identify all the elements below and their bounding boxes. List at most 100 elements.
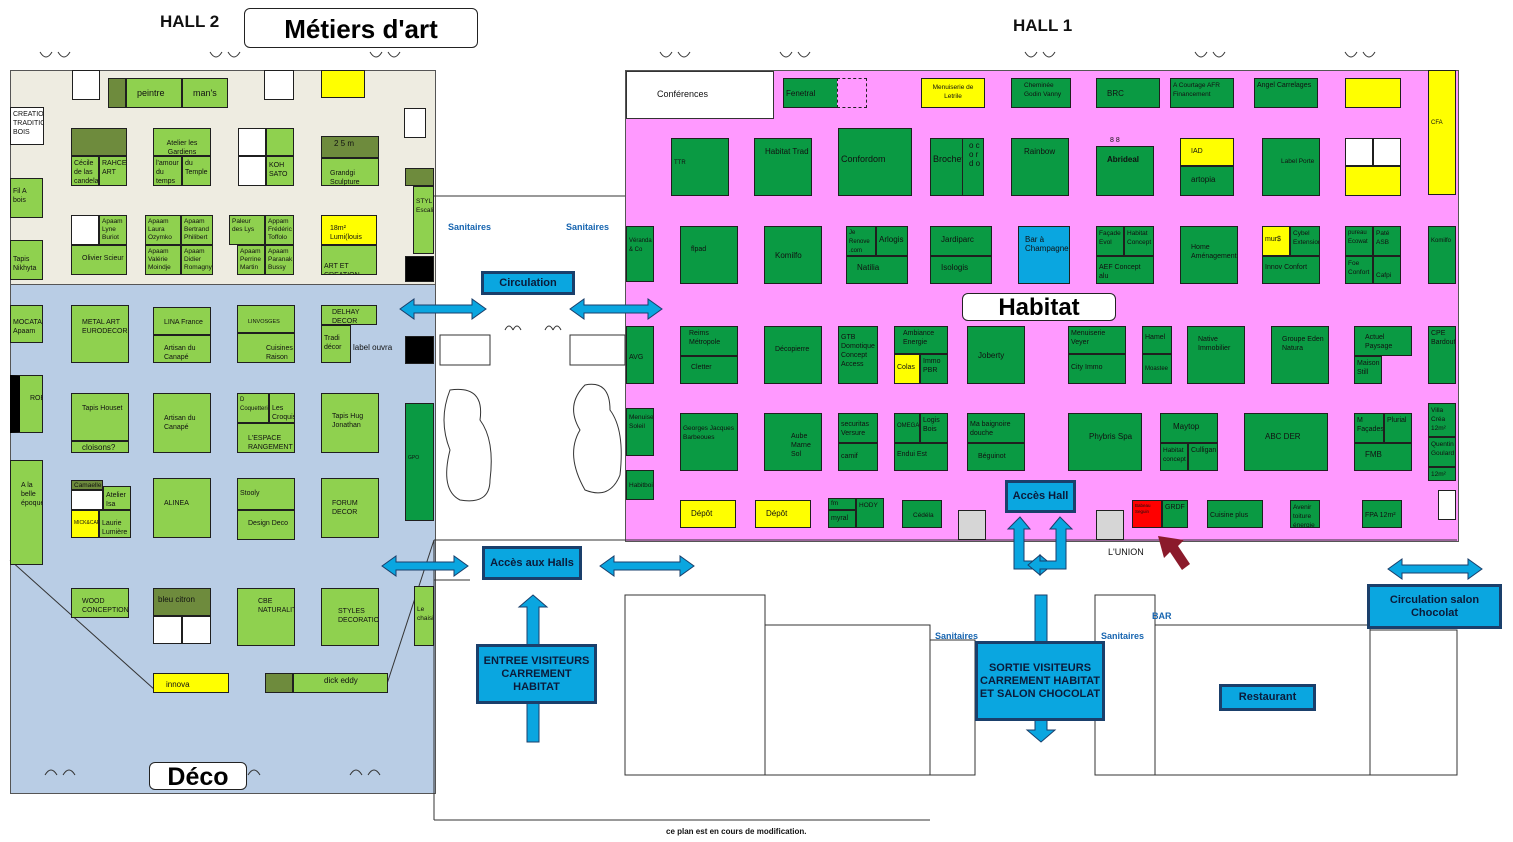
stand-art-creation[interactable]: ART ET CREATION bbox=[321, 245, 377, 275]
stand-temple[interactable]: du Temple bbox=[182, 156, 211, 186]
stand-laurie[interactable]: Laurie Lumière bbox=[99, 510, 131, 538]
stand-hody[interactable]: HODY bbox=[856, 498, 884, 528]
stand-menuiserie-letrille[interactable]: Menuiserie de Letrile bbox=[921, 78, 985, 108]
stand-coquetteries[interactable]: D Coquetteries bbox=[237, 393, 269, 423]
stand-fil[interactable]: Fil A bois bbox=[10, 178, 43, 218]
stand-menuiserie-soleil[interactable]: Menuiserie Soleil bbox=[626, 408, 654, 456]
stand-depot1[interactable]: Dépôt bbox=[680, 500, 736, 528]
stand-facade-evol[interactable]: Façade Evol bbox=[1096, 226, 1124, 256]
stand-omega[interactable]: OMEGA bbox=[894, 413, 920, 443]
stand-je-renove[interactable]: Je Renove .com bbox=[846, 226, 876, 256]
stand-abrideal[interactable]: Abrideal bbox=[1096, 146, 1154, 196]
stand-georges[interactable]: Georges Jacques Barbeoues bbox=[680, 413, 738, 471]
stand-artisan-canape2[interactable]: Artisan du Canapé bbox=[153, 393, 211, 453]
stand-decopierre[interactable]: Décopierre bbox=[764, 326, 822, 384]
stand-myral[interactable]: myral bbox=[828, 510, 856, 528]
stand-avenir-toiture[interactable]: Avenir toiture énergie bbox=[1290, 500, 1320, 528]
stand-logis-bois[interactable]: Logis Bois bbox=[920, 413, 948, 443]
stand-phybris[interactable]: Phybris Spa bbox=[1068, 413, 1142, 471]
stand-menuiserie-veyer[interactable]: Menuiserie Veyer bbox=[1068, 326, 1126, 354]
stand-city-immo[interactable]: City Immo bbox=[1068, 354, 1126, 384]
stand-tradi[interactable]: Tradi décor bbox=[321, 325, 351, 363]
stand-habitat-concept2[interactable]: Habitat concept bbox=[1160, 443, 1188, 471]
stand-begulnot[interactable]: Béguinot bbox=[967, 443, 1025, 471]
stand-depot2[interactable]: Dépôt bbox=[755, 500, 811, 528]
stand-abc-der[interactable]: ABC DER bbox=[1244, 413, 1328, 471]
stand-apaam-frederic[interactable]: Appam Frédéric Toffolo bbox=[265, 215, 294, 245]
stand-isologis[interactable]: Isologis bbox=[930, 256, 992, 284]
stand-pate-asb[interactable]: Paté ASB bbox=[1373, 226, 1401, 256]
stand-alinea[interactable]: ALINEA bbox=[153, 478, 211, 538]
stand-courtage[interactable]: A Courtage AFR Financement bbox=[1170, 78, 1234, 108]
stand-joberty[interactable]: Joberty bbox=[967, 326, 1025, 384]
stand-artisan-canape1[interactable]: Artisan du Canapé bbox=[153, 335, 211, 363]
stand-tapis-hug[interactable]: Tapis Hug Jonathan bbox=[321, 393, 379, 453]
stand-cafpi[interactable]: Cafpi bbox=[1373, 256, 1401, 284]
stand-cletter[interactable]: Cletter bbox=[680, 356, 738, 384]
stand-styl[interactable]: STYL Escalier bbox=[413, 186, 434, 254]
stand-mocata[interactable]: MOCATA Apaam bbox=[10, 305, 43, 343]
stand-delhay[interactable]: DELHAY DECOR bbox=[321, 305, 377, 325]
stand-apaam-paranak[interactable]: Apaam Paranak Bussy bbox=[265, 245, 294, 275]
stand-bleu-citron[interactable]: bleu citron bbox=[153, 588, 211, 616]
stand-colas[interactable]: Colas bbox=[894, 354, 920, 384]
stand-angel[interactable]: Angel Carrelages bbox=[1254, 78, 1318, 108]
stand-cpe[interactable]: CPE Bardout bbox=[1428, 326, 1456, 384]
stand-cbe[interactable]: CBE NATURALIT bbox=[237, 588, 295, 646]
stand-komilfo[interactable]: Komilfo bbox=[764, 226, 822, 284]
stand-forum[interactable]: FORUM DECOR bbox=[321, 478, 379, 538]
stand-amour-temps[interactable]: l'amour du temps bbox=[153, 156, 182, 186]
stand-pureau[interactable]: pureau Ecowat bbox=[1345, 226, 1373, 256]
stand-iad[interactable]: IAD bbox=[1180, 138, 1234, 166]
stand-cheminee[interactable]: Cheminée Godin Vanny bbox=[1011, 78, 1071, 108]
stand-culligan[interactable]: Culligan bbox=[1188, 443, 1218, 471]
stand-q12[interactable]: 12m² bbox=[1428, 467, 1456, 481]
stand-espace-rangement[interactable]: L'ESPACE RANGEMENT bbox=[237, 423, 295, 453]
stand-cybel[interactable]: Cybel Extension bbox=[1290, 226, 1320, 256]
stand-croquis[interactable]: Les Croquis bbox=[269, 393, 295, 423]
stand-paleur[interactable]: Paleur des Lys bbox=[229, 215, 265, 245]
stand-label-ouvra[interactable]: label ouvra bbox=[353, 343, 393, 352]
stand-lumi[interactable]: 18m² Lumi(louis bbox=[321, 215, 377, 245]
stand-fmb[interactable]: FMB bbox=[1354, 443, 1412, 471]
stand-confordom[interactable]: Confordom bbox=[838, 128, 912, 196]
stand-reims[interactable]: Reims Métropole bbox=[680, 326, 738, 356]
stand-apaam-laura[interactable]: Apaam Laura Ozymko bbox=[145, 215, 181, 245]
stand-camaelle[interactable]: Camaelle bbox=[71, 480, 103, 490]
stand-ttr[interactable]: TTR bbox=[671, 138, 729, 196]
stand-koh[interactable]: KOH SATO bbox=[266, 156, 294, 186]
stand-belle-epoque[interactable]: A la belle époque bbox=[10, 460, 43, 565]
stand-olivier[interactable]: Olivier Scieur bbox=[71, 245, 127, 275]
stand-babeau[interactable]: Babeau Seguin bbox=[1132, 500, 1162, 528]
stand-label-porte[interactable]: Label Porte bbox=[1262, 138, 1320, 196]
stand-innova[interactable]: innova bbox=[153, 673, 229, 693]
stand-design-deco[interactable]: Design Deco bbox=[237, 510, 295, 540]
stand-gpo[interactable]: GPO bbox=[405, 403, 434, 521]
stand-tapis-nikhyta[interactable]: Tapis Nikhyta bbox=[10, 240, 43, 280]
stand-styles-deco[interactable]: STYLES DECORATION bbox=[321, 588, 379, 646]
stand-yellow-top[interactable] bbox=[321, 70, 365, 98]
stand-natilia[interactable]: Natilia bbox=[846, 256, 908, 284]
stand-cloisons[interactable]: cloisons? bbox=[71, 441, 129, 453]
stand-quentin[interactable]: Quentin Goulard bbox=[1428, 437, 1456, 467]
stand-home-amenagement[interactable]: Home Aménagement bbox=[1180, 226, 1238, 284]
stand-jardiparc[interactable]: Jardiparc bbox=[930, 226, 992, 256]
stand-creation[interactable]: CREATION TRADITION BOIS bbox=[10, 107, 44, 145]
stand-atelier-gardiens[interactable]: Atelier les Gardiens bbox=[153, 128, 211, 156]
stand-avg[interactable]: AVG bbox=[626, 326, 654, 384]
stand-securitas[interactable]: securitas Versure bbox=[838, 413, 878, 443]
stand-apaam-bertrand[interactable]: Apaam Bertrand Philibert bbox=[181, 215, 213, 245]
stand-bar-champagne[interactable]: Bar à Champagne bbox=[1018, 226, 1070, 284]
stand-mans[interactable]: man's bbox=[182, 78, 228, 108]
stand-murs[interactable]: mur$ bbox=[1262, 226, 1290, 256]
stand-chaisier[interactable]: Le chaisier bbox=[414, 586, 434, 646]
stand-habitat-concept[interactable]: Habitat Concept bbox=[1124, 226, 1154, 256]
stand-cecile[interactable]: Cécile de las candelas bbox=[71, 156, 99, 186]
stand-linvosges[interactable]: LINVOSGES bbox=[237, 305, 295, 333]
stand-aef[interactable]: AEF Concept alu bbox=[1096, 256, 1154, 284]
stand-komilfo2[interactable]: Komilfo bbox=[1428, 226, 1456, 284]
stand-cedelia[interactable]: Cédéla bbox=[902, 500, 942, 528]
stand-villa-crea[interactable]: Villa Créa 12m² bbox=[1428, 403, 1456, 437]
stand-habitat-trad[interactable]: Habitat Trad bbox=[754, 138, 812, 196]
stand-maytop[interactable]: Maytop bbox=[1160, 413, 1218, 443]
